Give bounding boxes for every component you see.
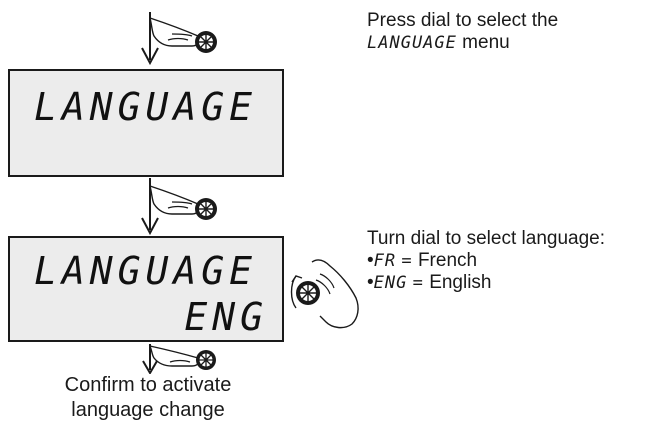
option-fr-label: French	[417, 250, 478, 271]
turn-dial-icon	[290, 259, 359, 329]
caption-line1: Confirm to activate	[64, 374, 232, 396]
lcd-display-1: LANGUAGE	[8, 69, 284, 177]
option-fr-sep: =	[401, 251, 413, 271]
option-eng: •ENG = English	[367, 272, 492, 293]
press-dial-icon	[141, 178, 217, 236]
option-fr-code: FR	[373, 251, 397, 271]
option-fr: •FR = French	[367, 250, 478, 271]
lcd-display-2: LANGUAGE ENG	[8, 236, 284, 342]
step1-note-code: LANGUAGE	[367, 33, 457, 53]
step1-note: Press dial to select the LANGUAGE menu	[367, 10, 558, 54]
lcd2-line2: ENG	[184, 295, 268, 339]
step1-note-line1: Press dial to select the	[367, 10, 559, 31]
down-arrow-icon	[142, 344, 158, 374]
step2-note-title: Turn dial to select language:	[367, 228, 606, 249]
press-dial-icon	[142, 344, 216, 374]
option-eng-code: ENG	[373, 273, 408, 293]
step2-note: Turn dial to select language: •FR = Fren…	[367, 228, 605, 294]
step1-note-suffix: menu	[462, 32, 510, 53]
step3-caption: Confirm to activate language change	[28, 373, 268, 423]
press-dial-icon	[141, 12, 217, 66]
option-eng-sep: =	[412, 273, 424, 293]
lcd2-line1: LANGUAGE	[34, 249, 258, 293]
lcd1-line1: LANGUAGE	[34, 85, 258, 129]
caption-line2: language change	[71, 399, 225, 421]
option-eng-label: English	[429, 272, 492, 293]
